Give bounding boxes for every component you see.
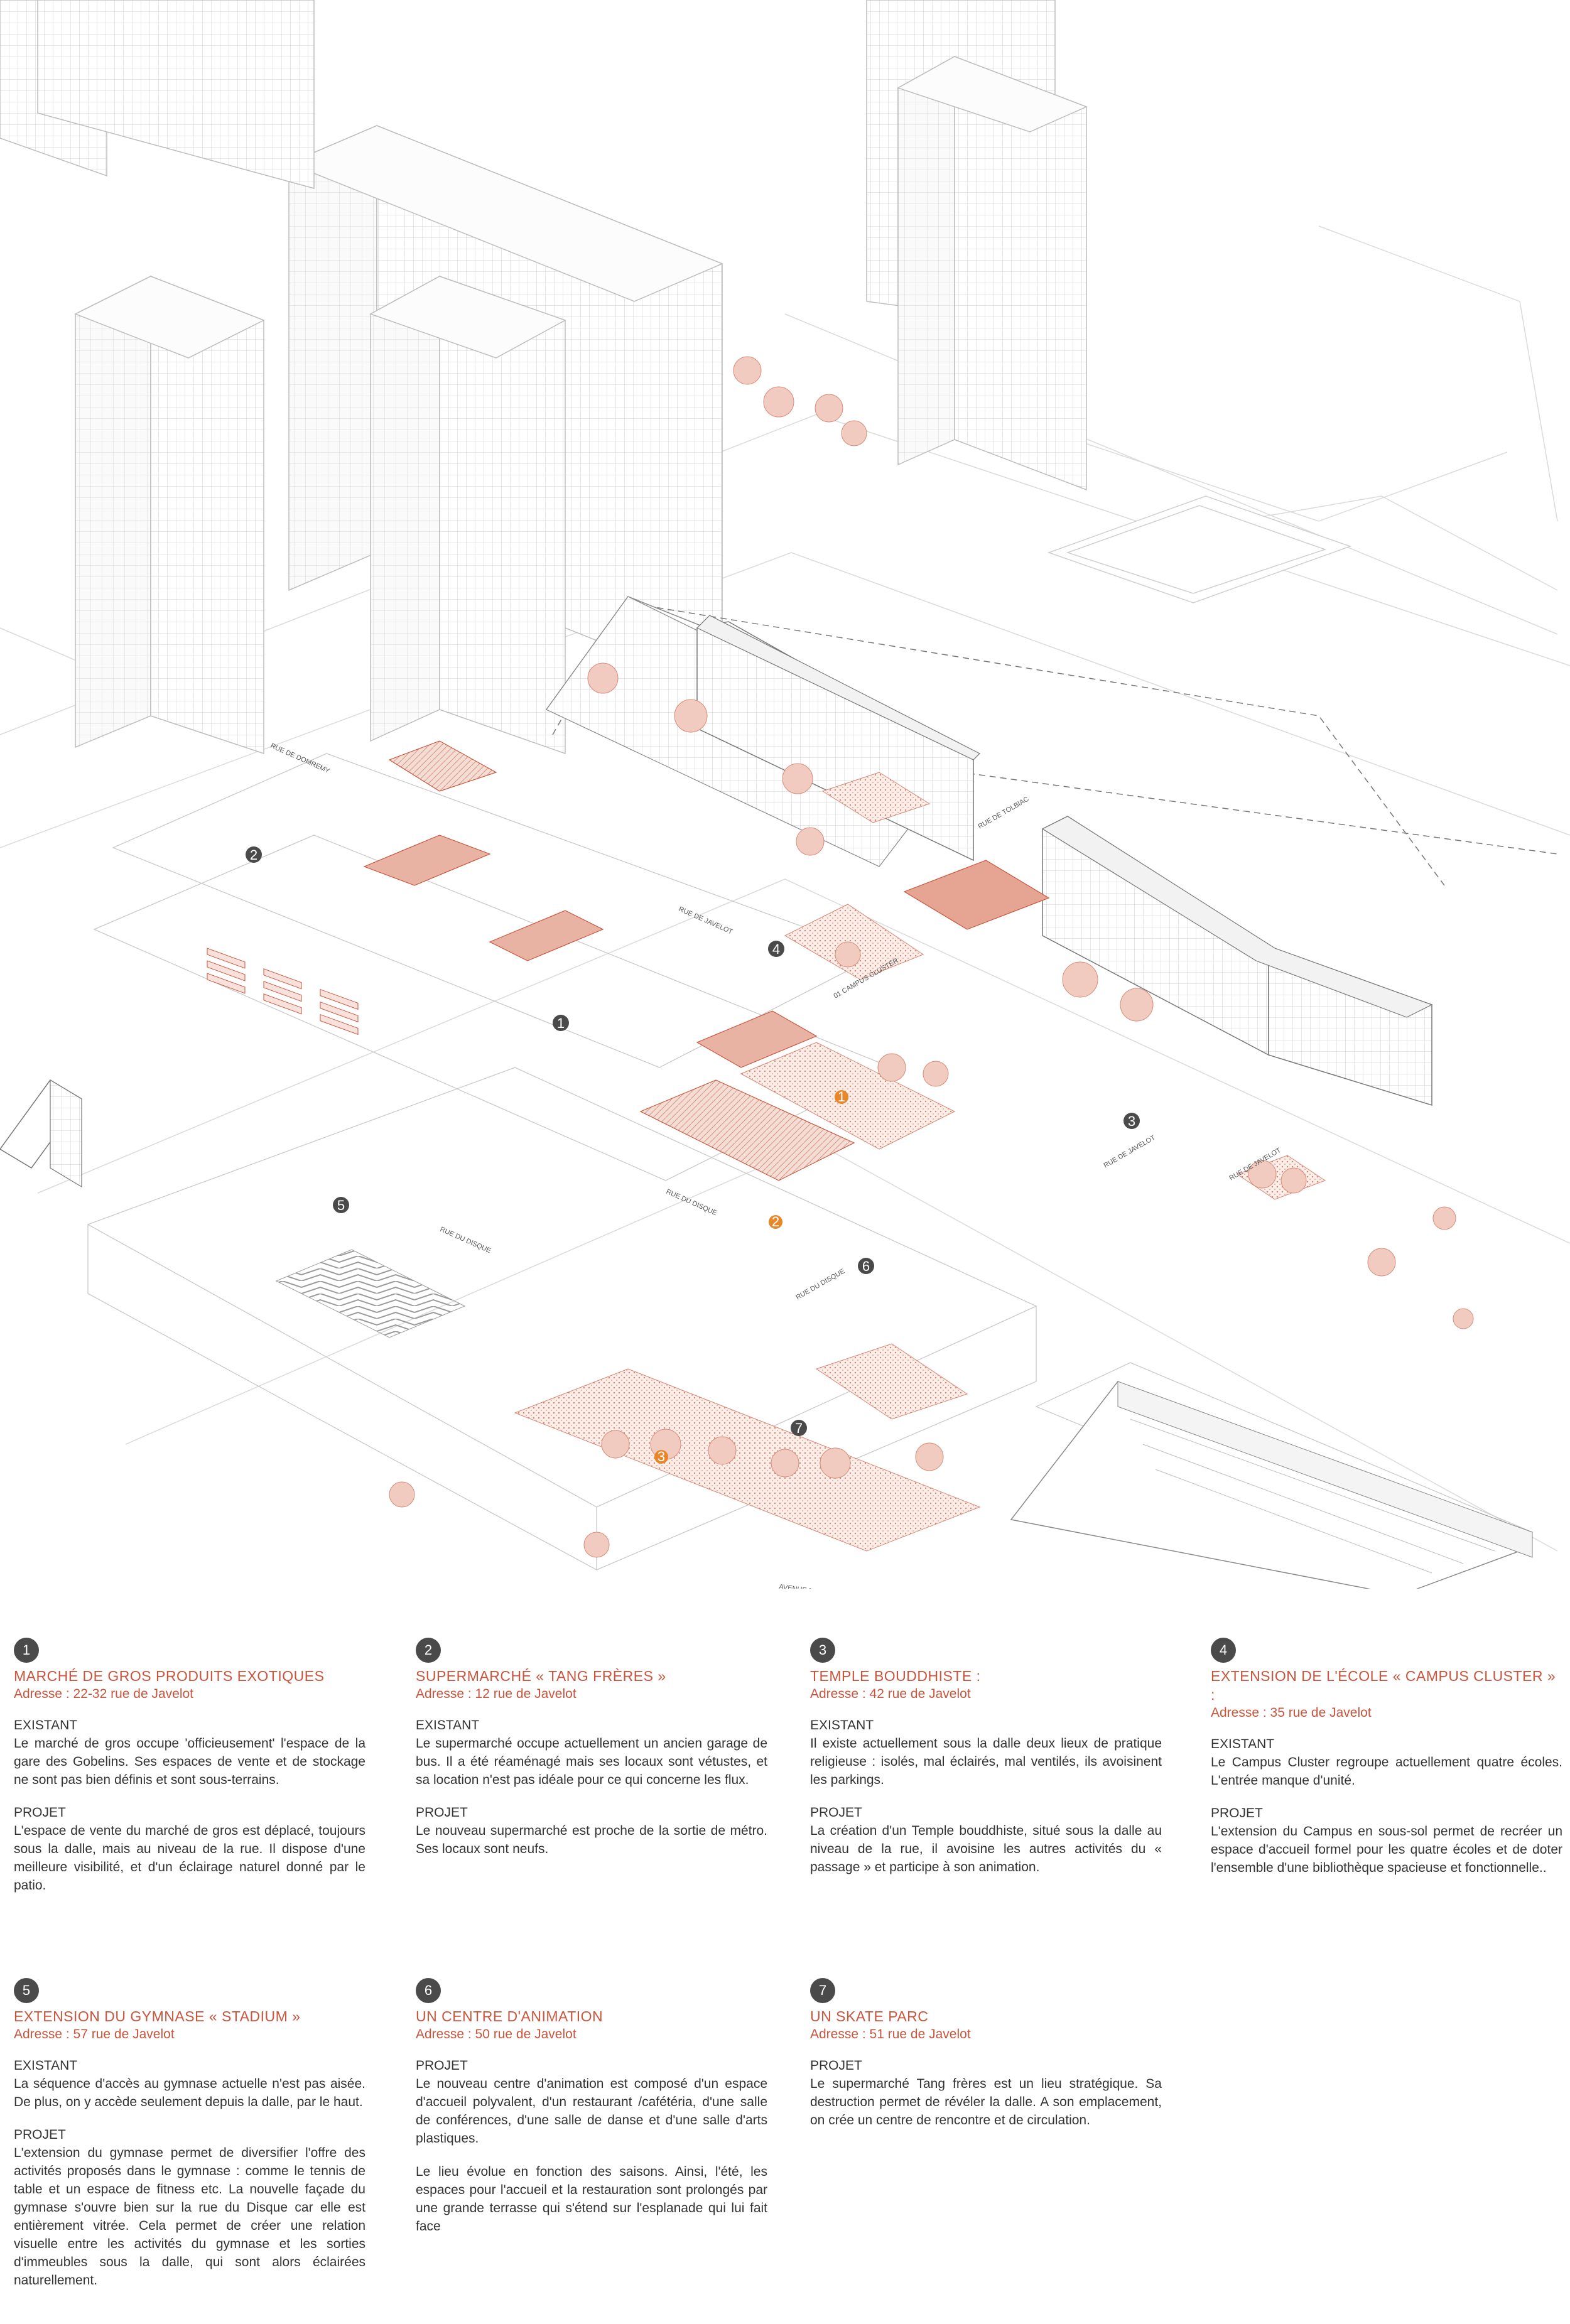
- marker-5: 5: [337, 1197, 345, 1213]
- project-4: 4 EXTENSION DE L'ÉCOLE « CAMPUS CLUSTER …: [1211, 1638, 1562, 1892]
- project-number-badge: 4: [1211, 1638, 1236, 1663]
- street-label: RUE DU DISQUE: [439, 1226, 492, 1255]
- section-heading: EXISTANT: [1211, 1737, 1275, 1751]
- street-label: RUE DE DOMREMY: [269, 742, 332, 776]
- marker-1: 1: [557, 1015, 565, 1031]
- section-heading: PROJET: [1211, 1806, 1263, 1820]
- project-3: 3 TEMPLE BOUDDHISTE : Adresse : 42 rue d…: [810, 1638, 1162, 1891]
- project-title: TEMPLE BOUDDHISTE :: [810, 1668, 981, 1684]
- section-text: Le Campus Cluster regroupe actuellement …: [1211, 1755, 1562, 1788]
- marker-3: 3: [1128, 1113, 1135, 1129]
- tower-3: [369, 275, 566, 755]
- section-text: Le nouveau centre d'animation est compos…: [416, 2077, 767, 2146]
- project-address: Adresse : 22-32 rue de Javelot: [14, 1687, 194, 1701]
- slab-building-3: [1041, 816, 1433, 1106]
- project-number-badge: 7: [810, 1978, 835, 2003]
- project-legend: 1 MARCHÉ DE GROS PRODUITS EXOTIQUES Adre…: [0, 1608, 1570, 2311]
- section-heading: PROJET: [416, 1805, 468, 1820]
- section-text: Le supermarché Tang frères est un lieu s…: [810, 2077, 1162, 2127]
- section-heading: PROJET: [14, 1805, 66, 1820]
- project-title: UN SKATE PARC: [810, 2008, 929, 2024]
- section-heading: EXISTANT: [810, 1718, 874, 1732]
- street-label: RUE DU DISQUE: [795, 1268, 847, 1302]
- project-address: Adresse : 57 rue de Javelot: [14, 2027, 175, 2041]
- section-text: La création d'un Temple bouddhiste, situ…: [810, 1824, 1162, 1874]
- section-text: Le marché de gros occupe 'officieusement…: [14, 1736, 365, 1787]
- marker-6: 6: [862, 1258, 870, 1274]
- project-title: EXTENSION DU GYMNASE « STADIUM »: [14, 2008, 301, 2024]
- marker-2: 2: [250, 847, 257, 863]
- section-text: Le nouveau supermarché est proche de la …: [416, 1824, 767, 1856]
- project-number-badge: 2: [416, 1638, 441, 1663]
- project-address: Adresse : 42 rue de Javelot: [810, 1687, 971, 1701]
- project-title: MARCHÉ DE GROS PRODUITS EXOTIQUES: [14, 1668, 325, 1684]
- project-2: 2 SUPERMARCHÉ « TANG FRÈRES » Adresse : …: [416, 1638, 767, 1873]
- street-label: RUE DE JAVELOT: [1103, 1134, 1157, 1170]
- marker-7: 7: [795, 1420, 803, 1436]
- street-label: RUE DU DISQUE: [665, 1188, 718, 1218]
- project-address: Adresse : 12 rue de Javelot: [416, 1687, 577, 1701]
- section-text: La séquence d'accès au gymnase actuelle …: [14, 2077, 365, 2109]
- market-stalls: [207, 948, 359, 1035]
- trees: [389, 356, 1474, 1558]
- section-heading: EXISTANT: [14, 1718, 78, 1732]
- tower-right-front: [897, 55, 1088, 491]
- section-heading: PROJET: [14, 2127, 66, 2142]
- background-block-right: [1047, 495, 1352, 603]
- gym-zigzag: [275, 1249, 466, 1338]
- tower-1: [74, 275, 265, 755]
- section-text: L'extension du Campus en sous-sol permet…: [1211, 1824, 1562, 1875]
- marker-4: 4: [772, 941, 780, 957]
- section-heading: PROJET: [810, 1805, 862, 1820]
- orange-markers: 1 2 3: [654, 1089, 848, 1464]
- project-title: SUPERMARCHÉ « TANG FRÈRES »: [416, 1668, 666, 1684]
- project-6: 6 UN CENTRE D'ANIMATION Adresse : 50 rue…: [416, 1978, 767, 2251]
- street-label: AVENUE D'IVRY: [779, 1583, 832, 1589]
- project-number-badge: 5: [14, 1978, 39, 2003]
- campus-building: [1010, 1381, 1533, 1589]
- project-number-badge: 6: [416, 1978, 441, 2003]
- orange-marker-1: 1: [838, 1089, 845, 1105]
- section-heading: PROJET: [416, 2058, 468, 2073]
- section-heading: EXISTANT: [14, 2058, 78, 2073]
- street-label: RUE DE TOLBIAC: [977, 796, 1031, 831]
- axonometric-drawing: RUE DE DOMREMY RUE DE JAVELOT RUE DE JAV…: [0, 0, 1570, 1589]
- old-building-left: [0, 1079, 83, 1188]
- project-title: UN CENTRE D'ANIMATION: [416, 2008, 604, 2024]
- project-1: 1 MARCHÉ DE GROS PRODUITS EXOTIQUES Adre…: [14, 1638, 365, 1910]
- tower-top-left-2: [37, 0, 315, 189]
- project-number-badge: 3: [810, 1638, 835, 1663]
- dark-markers: 2 1 4 3 5 6 7: [246, 846, 1140, 1436]
- section-text: Il existe actuellement sous la dalle deu…: [810, 1736, 1162, 1787]
- project-address: Adresse : 35 rue de Javelot: [1211, 1705, 1372, 1720]
- section-text: Le supermarché occupe actuellement un an…: [416, 1736, 767, 1787]
- section-heading: EXISTANT: [416, 1718, 480, 1732]
- project-5: 5 EXTENSION DU GYMNASE « STADIUM » Adres…: [14, 1978, 365, 2305]
- project-title: EXTENSION DE L'ÉCOLE « CAMPUS CLUSTER » …: [1211, 1668, 1556, 1703]
- project-number-badge: 1: [14, 1638, 39, 1663]
- project-address: Adresse : 50 rue de Javelot: [416, 2027, 577, 2041]
- orange-marker-3: 3: [658, 1449, 665, 1464]
- orange-marker-2: 2: [772, 1214, 779, 1230]
- section-text: L'espace de vente du marché de gros est …: [14, 1824, 365, 1893]
- project-7: 7 UN SKATE PARC Adresse : 51 rue de Jave…: [810, 1978, 1162, 2144]
- project-address: Adresse : 51 rue de Javelot: [810, 2027, 971, 2041]
- section-text: Le lieu évolue en fonction des saisons. …: [416, 2165, 767, 2234]
- section-text: L'extension du gymnase permet de diversi…: [14, 2146, 365, 2288]
- section-heading: PROJET: [810, 2058, 862, 2073]
